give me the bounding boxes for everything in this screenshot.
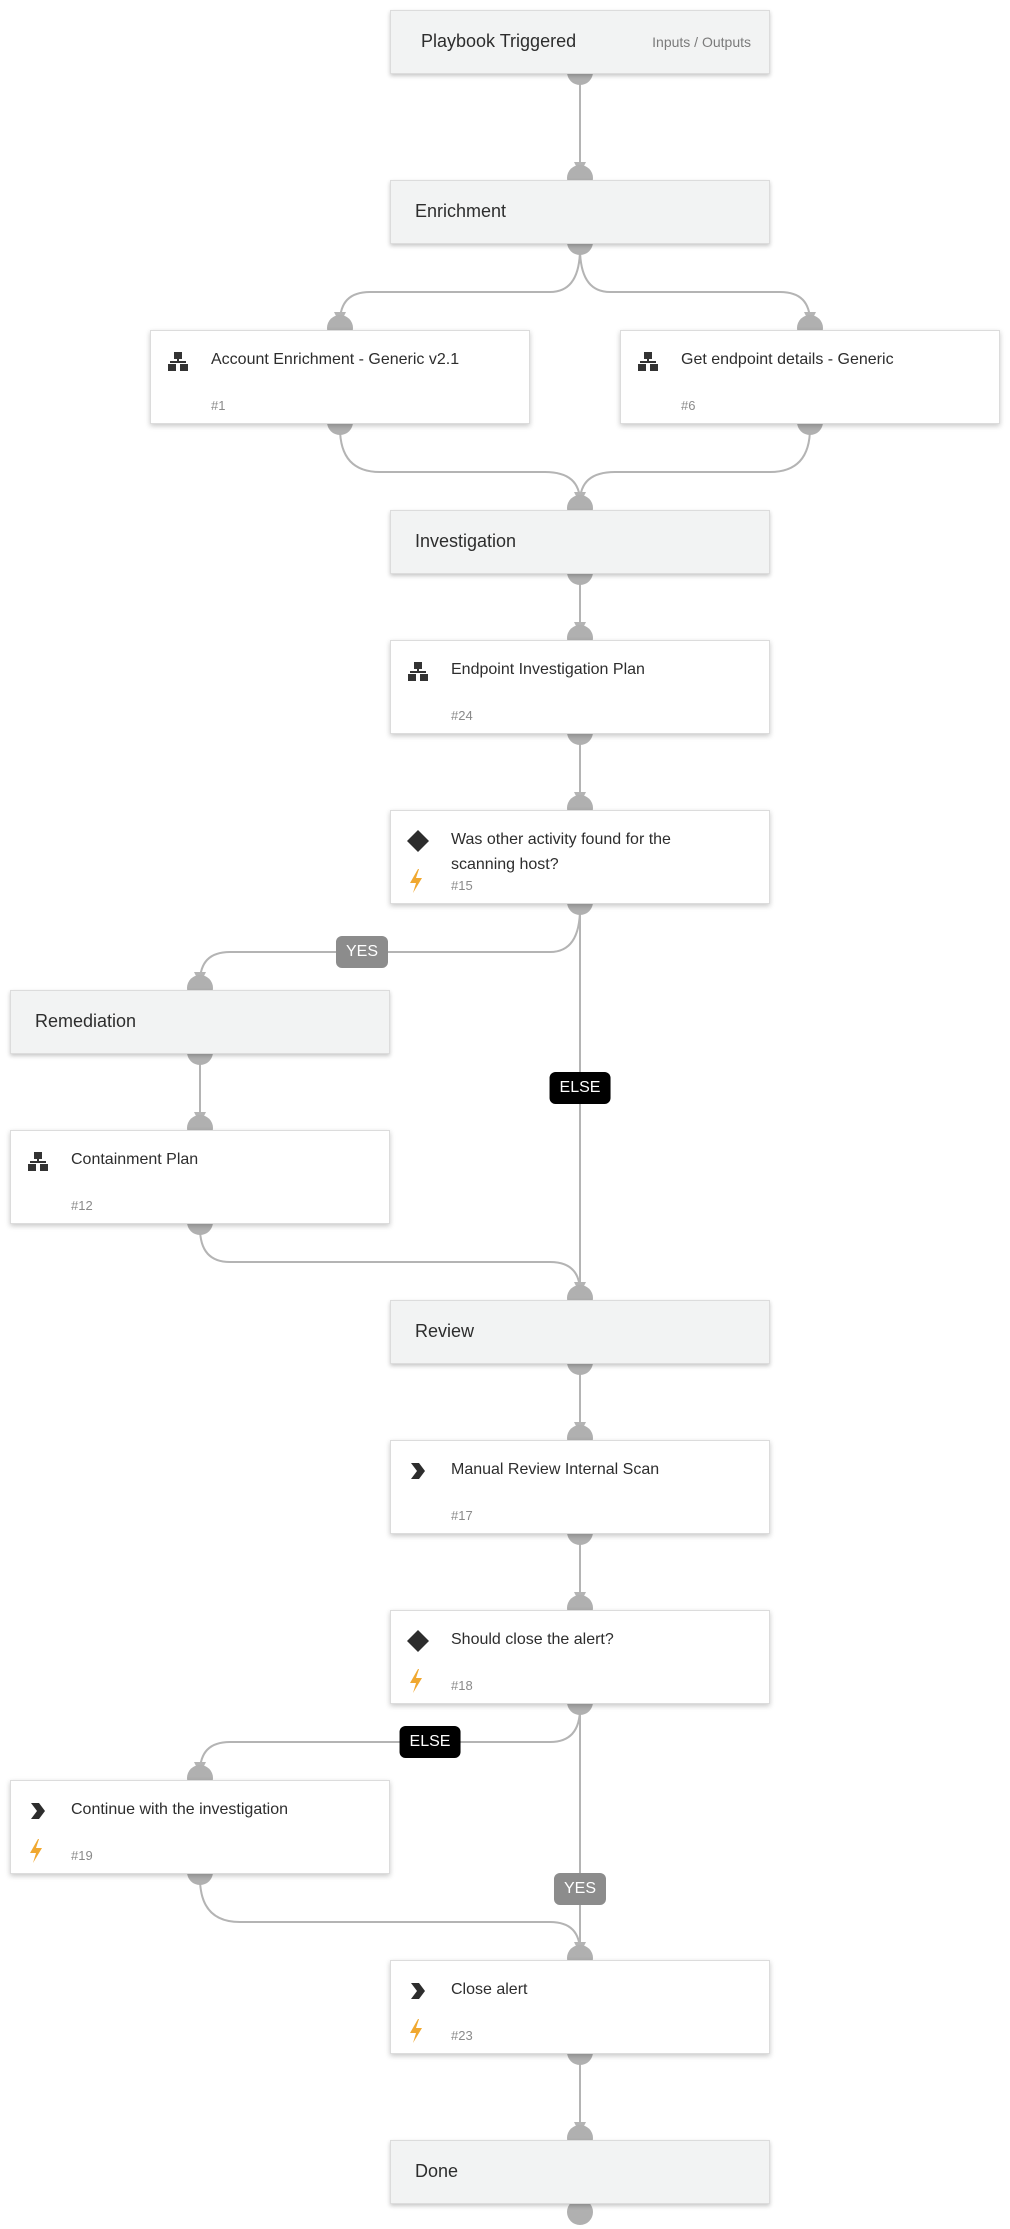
edge-account-investigation — [339, 427, 581, 503]
manual-task-icon — [411, 1983, 425, 1999]
manual-task-icon — [411, 1463, 425, 1479]
section-title: Investigation — [415, 531, 517, 551]
automation-bolt-icon — [410, 2019, 422, 2043]
edge-activity-yes — [199, 907, 581, 983]
task-title: Get endpoint details - Generic — [681, 351, 894, 368]
edge-containment-review — [199, 1227, 581, 1293]
task-title: Manual Review Internal Scan — [451, 1461, 660, 1478]
edge-continue-close — [199, 1877, 581, 1953]
task-number: #6 — [681, 398, 696, 413]
playbook-triggered-title: Playbook Triggered — [421, 31, 577, 51]
task-containment-plan[interactable]: Containment Plan #12 — [10, 1130, 390, 1224]
task-other-activity-condition[interactable]: Was other activity found for the scannin… — [390, 810, 770, 904]
branch-label-else[interactable]: ELSE — [399, 1726, 461, 1758]
section-title: Enrichment — [415, 201, 507, 221]
playbook-triggered-node[interactable]: Playbook Triggered Inputs / Outputs — [390, 10, 770, 74]
task-number: #1 — [211, 398, 226, 413]
task-title: Endpoint Investigation Plan — [451, 661, 645, 678]
task-close-alert[interactable]: Close alert #23 — [390, 1960, 770, 2054]
section-title: Remediation — [35, 1011, 137, 1031]
edge-enrichment-endpoint — [579, 247, 811, 323]
manual-task-icon — [31, 1803, 45, 1819]
task-endpoint-investigation-plan[interactable]: Endpoint Investigation Plan #24 — [390, 640, 770, 734]
branch-label-else[interactable]: ELSE — [549, 1072, 611, 1104]
task-should-close-condition[interactable]: Should close the alert? #18 — [390, 1610, 770, 1704]
branch-label-yes[interactable]: YES — [553, 1873, 607, 1905]
condition-icon — [407, 830, 429, 852]
task-number: #18 — [451, 1678, 473, 1693]
edge-enrichment-account — [339, 247, 581, 323]
inputs-outputs-link[interactable]: Inputs / Outputs — [652, 34, 751, 50]
task-number: #15 — [451, 878, 473, 893]
section-done[interactable]: Done — [390, 2140, 770, 2204]
automation-bolt-icon — [30, 1839, 42, 1863]
task-continue-investigation[interactable]: Continue with the investigation #19 — [10, 1780, 390, 1874]
task-title: Account Enrichment - Generic v2.1 — [211, 351, 460, 368]
task-title: Was other activity found for the scannin… — [451, 831, 671, 873]
branch-label-yes[interactable]: YES — [335, 936, 389, 968]
task-number: #23 — [451, 2028, 473, 2043]
task-get-endpoint-details[interactable]: Get endpoint details - Generic #6 — [620, 330, 1000, 424]
section-title: Review — [415, 1321, 475, 1341]
section-investigation[interactable]: Investigation — [390, 510, 770, 574]
automation-bolt-icon — [410, 1669, 422, 1693]
subplaybook-icon — [638, 352, 658, 371]
section-title: Done — [415, 2161, 459, 2181]
task-title: Close alert — [451, 1981, 528, 1998]
task-number: #24 — [451, 708, 473, 723]
edge-shouldclose-else — [199, 1707, 581, 1773]
task-title: Continue with the investigation — [71, 1801, 289, 1818]
automation-bolt-icon — [410, 869, 422, 893]
task-number: #19 — [71, 1848, 93, 1863]
subplaybook-icon — [168, 352, 188, 371]
condition-icon — [407, 1630, 429, 1652]
task-number: #12 — [71, 1198, 93, 1213]
section-enrichment[interactable]: Enrichment — [390, 180, 770, 244]
task-title: Containment Plan — [71, 1151, 199, 1168]
task-number: #17 — [451, 1508, 473, 1523]
task-account-enrichment[interactable]: Account Enrichment - Generic v2.1 #1 — [150, 330, 530, 424]
edge-endpoint-investigation — [579, 427, 811, 503]
subplaybook-icon — [408, 662, 428, 681]
port-out — [567, 2199, 593, 2225]
task-manual-review[interactable]: Manual Review Internal Scan #17 — [390, 1440, 770, 1534]
task-title: Should close the alert? — [451, 1631, 614, 1648]
subplaybook-icon — [28, 1152, 48, 1171]
section-review[interactable]: Review — [390, 1300, 770, 1364]
section-remediation[interactable]: Remediation — [10, 990, 390, 1054]
